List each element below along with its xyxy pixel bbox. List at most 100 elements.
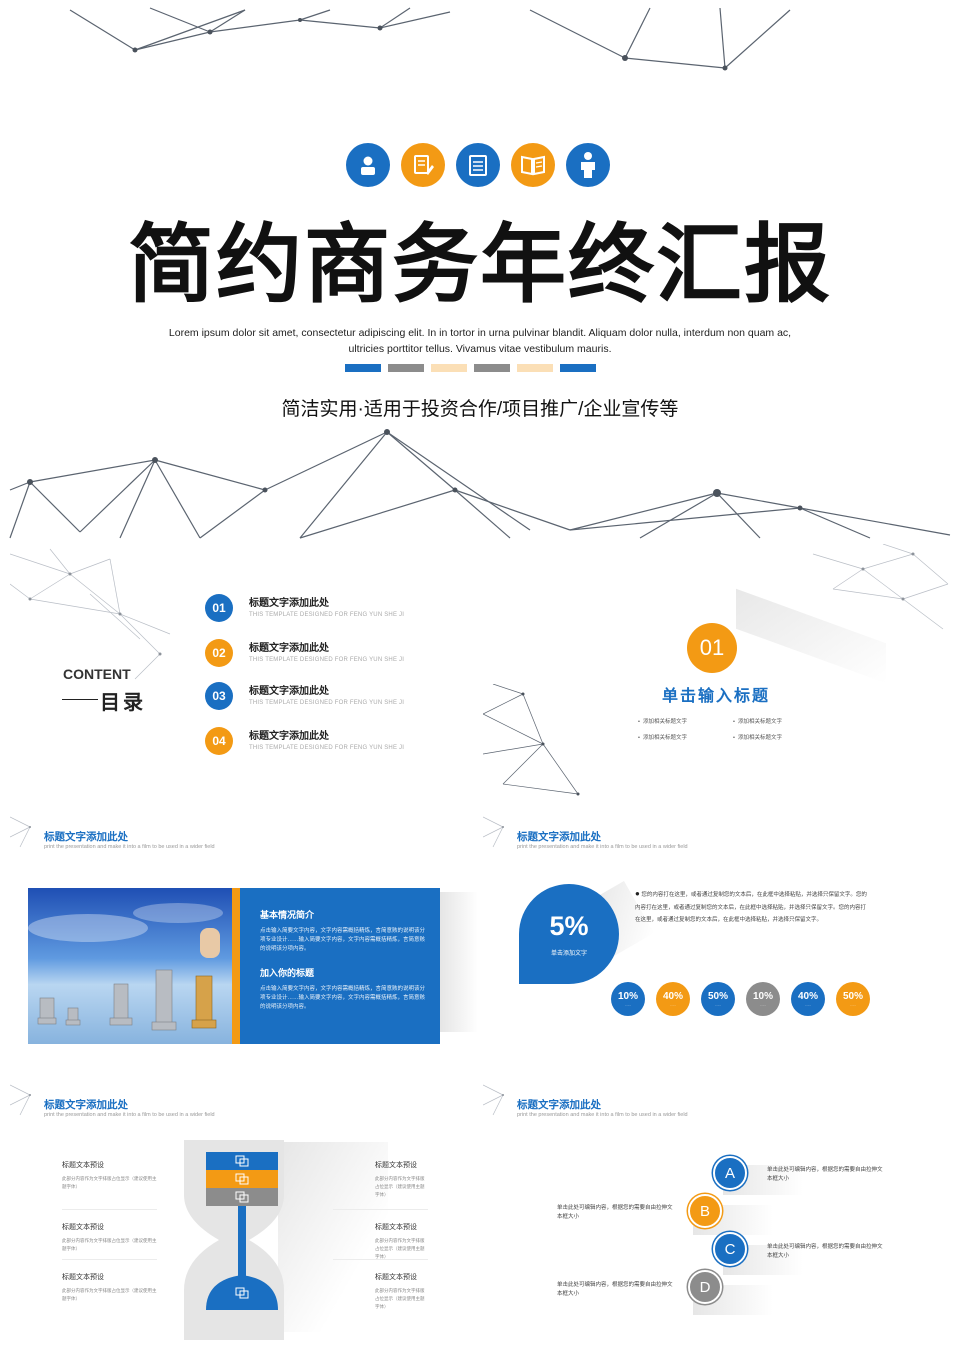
- left-item-body-3: 此部分内容作为文字排版占位显示（建议使用主题字体）: [62, 1288, 157, 1301]
- left-item-title-1: 标题文本预设: [62, 1162, 104, 1169]
- left-item-title-2: 标题文本预设: [62, 1224, 104, 1231]
- slide-header-sub: print the presentation and make it into …: [517, 844, 688, 850]
- mulu-rule: [62, 699, 98, 700]
- slide-header-title: 标题文字添加此处: [517, 831, 601, 843]
- toc-item-1[interactable]: 01 标题文字添加此处 THIS TEMPLATE DESIGNED FOR FE…: [205, 594, 404, 622]
- person-icon: [566, 143, 610, 187]
- right-item-title-3: 标题文本预设: [375, 1274, 417, 1281]
- section-title: 单击输入标题: [661, 688, 770, 705]
- toc-title-1: 标题文字添加此处: [249, 598, 329, 609]
- big-percent-value: 5%: [549, 911, 589, 941]
- abcd-text-c: 单击此处可编辑内容，根据您的需要自由拉伸文本框大小: [767, 1244, 883, 1259]
- header-net-icon: [483, 1084, 504, 1116]
- right-item-body-3: 此部分内容作为文字排版占位显示（建议使用主题字体）: [375, 1288, 425, 1309]
- color-bar-blue: [345, 364, 381, 372]
- big-percent-badge: 5% 单击添加文字: [519, 884, 619, 984]
- right-item-3: 标题文本预设 此部分内容作为文字排版占位显示（建议使用主题字体）: [333, 1260, 428, 1310]
- section-bullet-4: • 添加相关标题文字: [733, 735, 782, 741]
- icon-row: [346, 143, 610, 187]
- cover-title: 简约商务年终汇报: [128, 215, 832, 315]
- percent-slide: 标题文字添加此处 print the presentation and make…: [483, 812, 953, 1072]
- chess-paragraph-1: 点击输入简要文字内容，文字内容需概括精炼，言简意赅的说明该分项专业设计……输入简…: [260, 928, 426, 952]
- hourglass-graphic: [184, 1140, 284, 1340]
- color-bar-peach-2: [517, 364, 553, 372]
- chess-slide: 标题文字添加此处 print the presentation and make…: [10, 812, 480, 1072]
- section-bullet-2: • 添加相关标题文字: [733, 719, 782, 725]
- color-bar-gray-2: [474, 364, 510, 372]
- abcd-text-b: 单击此处可编辑内容，根据您的需要自由拉伸文本框大小: [557, 1205, 673, 1220]
- toc-sub-2: THIS TEMPLATE DESIGNED FOR FENG YUN SHE …: [249, 657, 405, 663]
- chess-shadow: [438, 892, 478, 1032]
- toc-sub-3: THIS TEMPLATE DESIGNED FOR FENG YUN SHE …: [249, 700, 405, 706]
- letter-badge-d: D: [688, 1270, 722, 1304]
- cover-slide: 简约商务年终汇报 Lorem ipsum dolor sit amet, con…: [0, 0, 960, 540]
- slide-header-title: 标题文字添加此处: [44, 1099, 128, 1111]
- chess-pieces-graphic: [28, 903, 223, 1031]
- toc-number-1: 01: [205, 594, 233, 622]
- chess-heading-2: 加入你的标题: [260, 968, 315, 978]
- toc-item-4[interactable]: 04 标题文字添加此处 THIS TEMPLATE DESIGNED FOR FE…: [205, 727, 404, 755]
- right-item-title-1: 标题文本预设: [375, 1162, 417, 1169]
- right-item-title-2: 标题文本预设: [375, 1224, 417, 1231]
- percent-chips: 10%..... 40%..... 50%..... 10%..... 40%.…: [611, 982, 870, 1016]
- toc-item-2[interactable]: 02 标题文字添加此处 THIS TEMPLATE DESIGNED FOR FE…: [205, 639, 404, 667]
- network-top-decoration: [69, 7, 791, 71]
- percent-chip-4: 10%.....: [746, 982, 780, 1016]
- toc-title-4: 标题文字添加此处: [249, 731, 329, 742]
- document-edit-icon: [401, 143, 445, 187]
- percent-chip-2: 40%.....: [656, 982, 690, 1016]
- cover-subtitle: 简洁实用·适用于投资合作/项目推广/企业宣传等: [281, 399, 679, 420]
- left-item-body-1: 此部分内容作为文字排版占位显示（建议使用主题字体）: [62, 1176, 157, 1189]
- left-item-title-3: 标题文本预设: [62, 1274, 104, 1281]
- toc-sub-1: THIS TEMPLATE DESIGNED FOR FENG YUN SHE …: [249, 612, 405, 618]
- right-item-body-1: 此部分内容作为文字排版占位显示（建议使用主题字体）: [375, 1176, 425, 1197]
- chess-orange-bar: [232, 888, 240, 1044]
- slide-header-title: 标题文字添加此处: [44, 831, 128, 843]
- hourglass-shadow: [278, 1142, 388, 1332]
- toc-number-4: 04: [205, 727, 233, 755]
- color-bar-peach: [431, 364, 467, 372]
- toc-number-3: 03: [205, 682, 233, 710]
- big-percent-label: 单击添加文字: [550, 951, 587, 957]
- hourglass-right-column: 标题文本预设 此部分内容作为文字排版占位显示（建议使用主题字体） 标题文本预设 …: [333, 1160, 428, 1310]
- slide-header-sub: print the presentation and make it into …: [44, 1112, 215, 1118]
- network-bottom-left-decoration: [483, 684, 580, 796]
- slide-header-title: 标题文字添加此处: [517, 1099, 601, 1111]
- hand-shape: [200, 928, 220, 958]
- section-bullet-1: • 添加相关标题文字: [638, 719, 687, 725]
- lorem-line-1: Lorem ipsum dolor sit amet, consectetur …: [168, 327, 792, 339]
- color-bar-blue-2: [560, 364, 596, 372]
- toc-title-3: 标题文字添加此处: [249, 686, 329, 697]
- letter-badge-a: A: [713, 1156, 747, 1190]
- chess-paragraph-2: 点击输入简要文字内容，文字内容需概括精炼，言简意赅的说明该分项专业设计……输入简…: [260, 986, 426, 1010]
- left-item-3: 标题文本预设 此部分内容作为文字排版占位显示（建议使用主题字体）: [62, 1260, 157, 1310]
- cover-lorem: Lorem ipsum dolor sit amet, consectetur …: [130, 325, 830, 357]
- letter-badge-b: B: [688, 1194, 722, 1228]
- percent-chip-3: 50%.....: [701, 982, 735, 1016]
- toc-title-2: 标题文字添加此处: [249, 643, 329, 654]
- checklist-icon: [456, 143, 500, 187]
- percent-paragraph-text: 您的内容打在这里，或者通过复制您的文本后，在此框中选择粘贴，并选择只保留文字。您…: [635, 892, 867, 923]
- color-bar-gray: [388, 364, 424, 372]
- section-bullet-3: • 添加相关标题文字: [638, 735, 687, 741]
- chess-heading-1: 基本情况简介: [260, 910, 315, 920]
- header-net-icon: [483, 816, 504, 848]
- toc-sub-4: THIS TEMPLATE DESIGNED FOR FENG YUN SHE …: [249, 745, 405, 751]
- percent-paragraph: ● 您的内容打在这里，或者通过复制您的文本后，在此框中选择粘贴，并选择只保留文字…: [635, 889, 867, 923]
- right-item-1: 标题文本预设 此部分内容作为文字排版占位显示（建议使用主题字体）: [333, 1160, 428, 1210]
- slide-header-sub: print the presentation and make it into …: [517, 1112, 688, 1118]
- chess-text-panel: 基本情况简介 点击输入简要文字内容，文字内容需概括精炼，言简意赅的说明该分项专业…: [240, 888, 440, 1044]
- abcd-text-d: 单击此处可编辑内容，根据您的需要自由拉伸文本框大小: [557, 1282, 673, 1297]
- slide-header-sub: print the presentation and make it into …: [44, 844, 215, 850]
- toc-number-2: 02: [205, 639, 233, 667]
- book-icon: [511, 143, 555, 187]
- hourglass-slide: 标题文字添加此处 print the presentation and make…: [10, 1080, 480, 1348]
- header-net-icon: [10, 1084, 31, 1116]
- left-item-body-2: 此部分内容作为文字排版占位显示（建议使用主题字体）: [62, 1238, 157, 1251]
- left-item-1: 标题文本预设 此部分内容作为文字排版占位显示（建议使用主题字体）: [62, 1160, 157, 1210]
- toc-item-3[interactable]: 03 标题文字添加此处 THIS TEMPLATE DESIGNED FOR FE…: [205, 682, 404, 710]
- right-item-body-2: 此部分内容作为文字排版占位显示（建议使用主题字体）: [375, 1238, 425, 1259]
- percent-chip-1: 10%.....: [611, 982, 645, 1016]
- section-bullets: • 添加相关标题文字 • 添加相关标题文字 • 添加相关标题文字 • 添加相关标…: [638, 716, 828, 744]
